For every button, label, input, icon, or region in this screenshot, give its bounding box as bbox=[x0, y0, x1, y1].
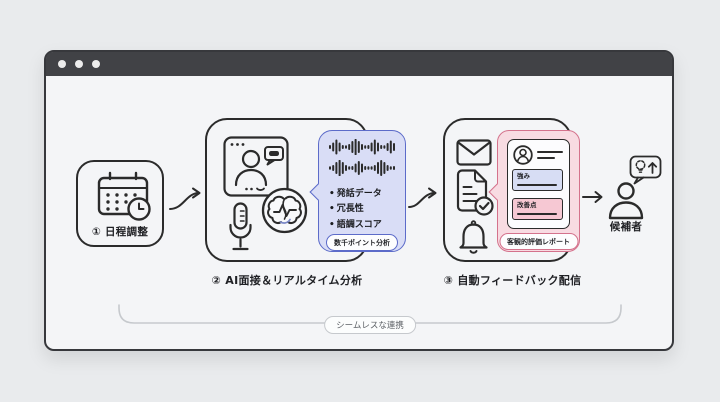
strengths-label: 強み bbox=[517, 172, 530, 180]
analysis-bullet-list: •発話データ •冗長性 •語調スコア bbox=[329, 187, 384, 233]
bell-icon bbox=[457, 220, 490, 255]
video-call-window-icon bbox=[223, 136, 289, 197]
step2-label: ② AI面接＆リアルタイム分析 bbox=[211, 274, 363, 287]
idea-bubble-icon bbox=[629, 155, 662, 185]
arrow-step2-to-step3 bbox=[408, 186, 442, 212]
seamless-connection-label: シームレスな連携 bbox=[324, 316, 416, 334]
window-control-dot bbox=[92, 60, 100, 68]
window-titlebar bbox=[46, 52, 672, 76]
analysis-bullet-item: •語調スコア bbox=[329, 219, 382, 230]
ai-brain-icon bbox=[261, 187, 308, 234]
analysis-bullet-item: •冗長性 bbox=[329, 204, 364, 215]
improvements-line bbox=[517, 213, 557, 215]
improvements-label: 改善点 bbox=[517, 201, 537, 209]
analysis-bubble: •発話データ •冗長性 •語調スコア 数千ポイント分析 bbox=[309, 130, 406, 252]
analysis-bullet-item: •発話データ bbox=[329, 189, 382, 199]
report-card: 強み 改善点 bbox=[507, 139, 570, 229]
step1-schedule-box bbox=[76, 160, 164, 247]
audio-waveform-icon bbox=[328, 139, 396, 155]
profile-text-lines bbox=[537, 151, 563, 159]
calendar-clock-icon bbox=[95, 171, 151, 221]
avatar-icon bbox=[513, 145, 533, 165]
mail-icon bbox=[456, 139, 492, 166]
candidate-label: 候補者 bbox=[609, 221, 643, 233]
window-control-dot bbox=[58, 60, 66, 68]
arrow-step3-to-candidate bbox=[582, 190, 606, 204]
window-control-dot bbox=[75, 60, 83, 68]
arrow-step1-to-step2 bbox=[168, 186, 206, 214]
microphone-icon bbox=[229, 202, 252, 253]
person-icon bbox=[606, 182, 646, 220]
report-badge: 客観的評価レポート bbox=[499, 233, 578, 250]
audio-waveform-icon bbox=[328, 160, 396, 176]
report-profile-row bbox=[513, 145, 563, 165]
analysis-badge: 数千ポイント分析 bbox=[326, 234, 398, 251]
strengths-box: 強み bbox=[512, 169, 563, 191]
step3-label: ③ 自動フィードバック配信 bbox=[443, 274, 582, 287]
improvements-box: 改善点 bbox=[512, 198, 563, 220]
strengths-line bbox=[517, 184, 557, 186]
report-bubble: 強み 改善点 客観的評価レポート bbox=[488, 130, 580, 252]
step1-label: ① 日程調整 bbox=[91, 226, 149, 238]
document-check-icon bbox=[453, 169, 494, 216]
